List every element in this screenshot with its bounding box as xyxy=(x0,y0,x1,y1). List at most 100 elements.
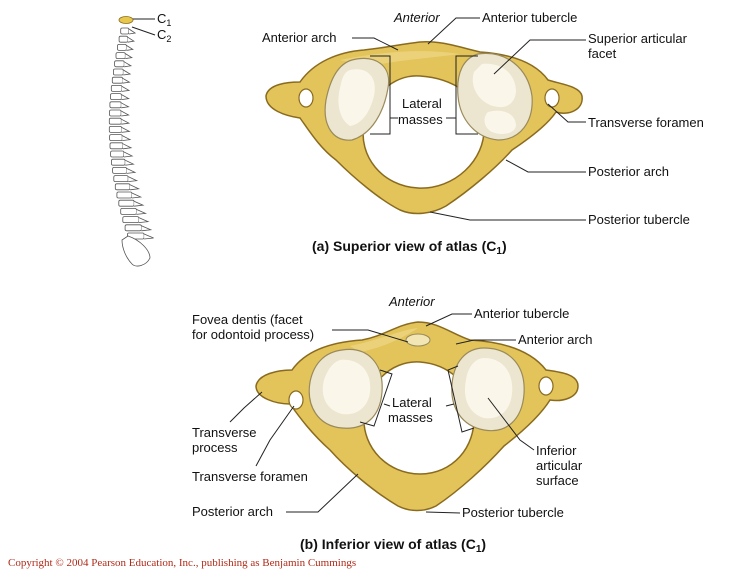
spine-illustration: C1 C2 xyxy=(109,11,171,266)
superior-lateral-masses-label-2: masses xyxy=(398,112,443,127)
spine-vertebra-process xyxy=(130,185,139,190)
spine-vertebra-process xyxy=(125,160,133,165)
spine-vertebra-process xyxy=(134,201,143,206)
inferior-anterior-tubercle-label: Anterior tubercle xyxy=(474,306,569,321)
superior-left-transverse-foramen xyxy=(299,89,313,107)
spine-vertebra xyxy=(110,102,121,108)
spine-vertebra xyxy=(111,85,122,91)
superior-posterior-arch-leader xyxy=(506,160,586,172)
spine-vertebra-process xyxy=(124,152,132,157)
spine-vertebra xyxy=(118,44,127,50)
spine-vertebra xyxy=(116,53,125,59)
inferior-transverse-process-leader xyxy=(230,392,262,422)
spine-vertebra-process xyxy=(123,70,130,75)
superior-posterior-tubercle-label: Posterior tubercle xyxy=(588,212,690,227)
inferior-transverse-foramen-leader xyxy=(256,406,294,466)
superior-right-transverse-foramen xyxy=(545,89,559,107)
inferior-articular-surface-label-3: surface xyxy=(536,473,579,488)
spine-vertebra-process xyxy=(126,45,132,50)
inferior-fovea-dentis-label-2: for odontoid process) xyxy=(192,327,314,342)
spine-vertebra-process xyxy=(122,95,129,100)
inferior-fovea-dentis-label-1: Fovea dentis (facet xyxy=(192,312,303,327)
inferior-orientation-label: Anterior xyxy=(388,294,435,309)
spine-vertebra xyxy=(117,192,132,198)
spine-vertebra xyxy=(109,118,121,124)
spine-vertebra xyxy=(110,135,123,141)
spine-vertebra-process xyxy=(121,119,129,124)
c2-leader xyxy=(132,27,155,35)
spine-vertebra-process xyxy=(124,62,131,67)
spine-vertebra xyxy=(123,217,139,223)
superior-anterior-tubercle-label: Anterior tubercle xyxy=(482,10,577,25)
spine-vertebra xyxy=(119,200,134,206)
spine-vertebra-process xyxy=(121,111,128,116)
spine-vertebra-process xyxy=(125,54,132,59)
superior-orientation-label: Anterior xyxy=(393,10,440,25)
spine-vertebra-process xyxy=(128,37,134,42)
inferior-posterior-arch-label: Posterior arch xyxy=(192,504,273,519)
superior-articular-facet-label-2: facet xyxy=(588,46,617,61)
spine-vertebra-process xyxy=(139,218,148,223)
spine-vertebra xyxy=(110,143,123,149)
inferior-lateral-masses-label-1: Lateral xyxy=(392,395,432,410)
spine-vertebra-process xyxy=(122,86,129,91)
superior-articular-facet-label-1: Superior articular xyxy=(588,31,688,46)
superior-atlas-bone xyxy=(266,42,582,214)
copyright-notice: Copyright © 2004 Pearson Education, Inc.… xyxy=(8,557,356,569)
spine-vertebra xyxy=(109,126,121,132)
spine-vertebra xyxy=(114,176,128,182)
spine-vertebra xyxy=(121,28,129,34)
spine-vertebra xyxy=(119,36,128,42)
superior-lateral-masses-label-1: Lateral xyxy=(402,96,442,111)
spine-vertebra xyxy=(113,167,127,173)
spine-vertebra-process xyxy=(141,226,150,231)
superior-view-caption: (a) Superior view of atlas (C1) xyxy=(312,238,507,257)
spine-vertebra-process xyxy=(122,136,130,141)
inferior-articular-surface-label-1: Inferior xyxy=(536,443,577,458)
inferior-anterior-arch-label: Anterior arch xyxy=(518,332,592,347)
fovea-dentis-shape xyxy=(406,334,430,346)
inferior-left-facet-highlight xyxy=(323,360,370,414)
spine-vertebra xyxy=(111,94,122,100)
spine-vertebra-process xyxy=(123,78,130,83)
inferior-left-transverse-foramen xyxy=(289,391,303,409)
inferior-view-atlas: Anterior Fovea dentis (facet for odontoi… xyxy=(192,294,592,555)
spine-vertebra-process xyxy=(144,234,154,239)
spine-vertebra xyxy=(125,225,141,231)
c2-label: C2 xyxy=(157,27,171,44)
spine-vertebra-process xyxy=(123,144,131,149)
spine-vertebra-process xyxy=(122,127,130,132)
spine-vertebra xyxy=(110,110,122,116)
inferior-posterior-tubercle-leader xyxy=(426,512,460,513)
superior-transverse-foramen-label: Transverse foramen xyxy=(588,115,704,130)
spine-vertebra-process xyxy=(129,29,135,34)
inferior-right-transverse-foramen xyxy=(539,377,553,395)
spine-vertebra-process xyxy=(136,209,145,214)
superior-posterior-tubercle-leader xyxy=(430,212,586,220)
spine-vertebra xyxy=(115,61,125,67)
spine-vertebra-process xyxy=(121,103,128,108)
superior-posterior-arch-label: Posterior arch xyxy=(588,164,669,179)
spine-vertebra xyxy=(113,69,123,75)
inferior-transverse-process-label-2: process xyxy=(192,440,238,455)
inferior-posterior-tubercle-label: Posterior tubercle xyxy=(462,505,564,520)
superior-anterior-arch-label: Anterior arch xyxy=(262,30,336,45)
inferior-lateral-masses-tick-right xyxy=(446,404,454,406)
spine-vertebra-process xyxy=(128,177,137,182)
inferior-transverse-process-label-1: Transverse xyxy=(192,425,257,440)
spine-vertebra xyxy=(112,159,126,165)
inferior-transverse-foramen-label: Transverse foramen xyxy=(192,469,308,484)
spine-sacrum xyxy=(122,236,150,266)
spine-vertebra xyxy=(111,151,124,157)
spine-vertebra xyxy=(115,184,130,190)
spine-vertebra xyxy=(121,208,137,214)
inferior-lateral-masses-tick-left xyxy=(384,404,390,406)
inferior-articular-surface-label-2: articular xyxy=(536,458,583,473)
inferior-lateral-masses-label-2: masses xyxy=(388,410,433,425)
inferior-view-caption: (b) Inferior view of atlas (C1) xyxy=(300,536,486,555)
spine-vertebra xyxy=(112,77,122,83)
c1-label: C1 xyxy=(157,11,171,28)
spine-vertebra-process xyxy=(132,193,141,198)
